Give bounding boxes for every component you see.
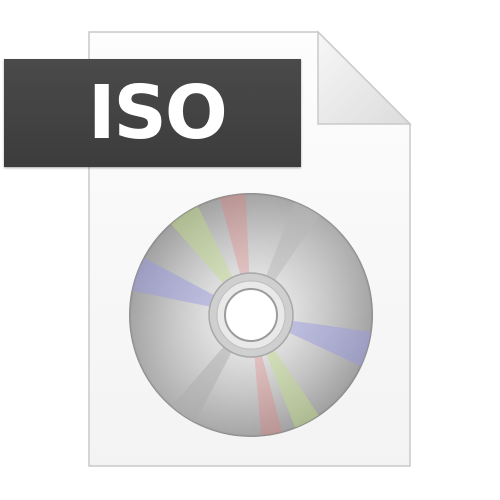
folded-corner bbox=[317, 30, 412, 125]
optical-disc-icon bbox=[129, 193, 373, 437]
file-type-label-band bbox=[4, 59, 301, 167]
file-type-label: ISO bbox=[88, 70, 228, 156]
